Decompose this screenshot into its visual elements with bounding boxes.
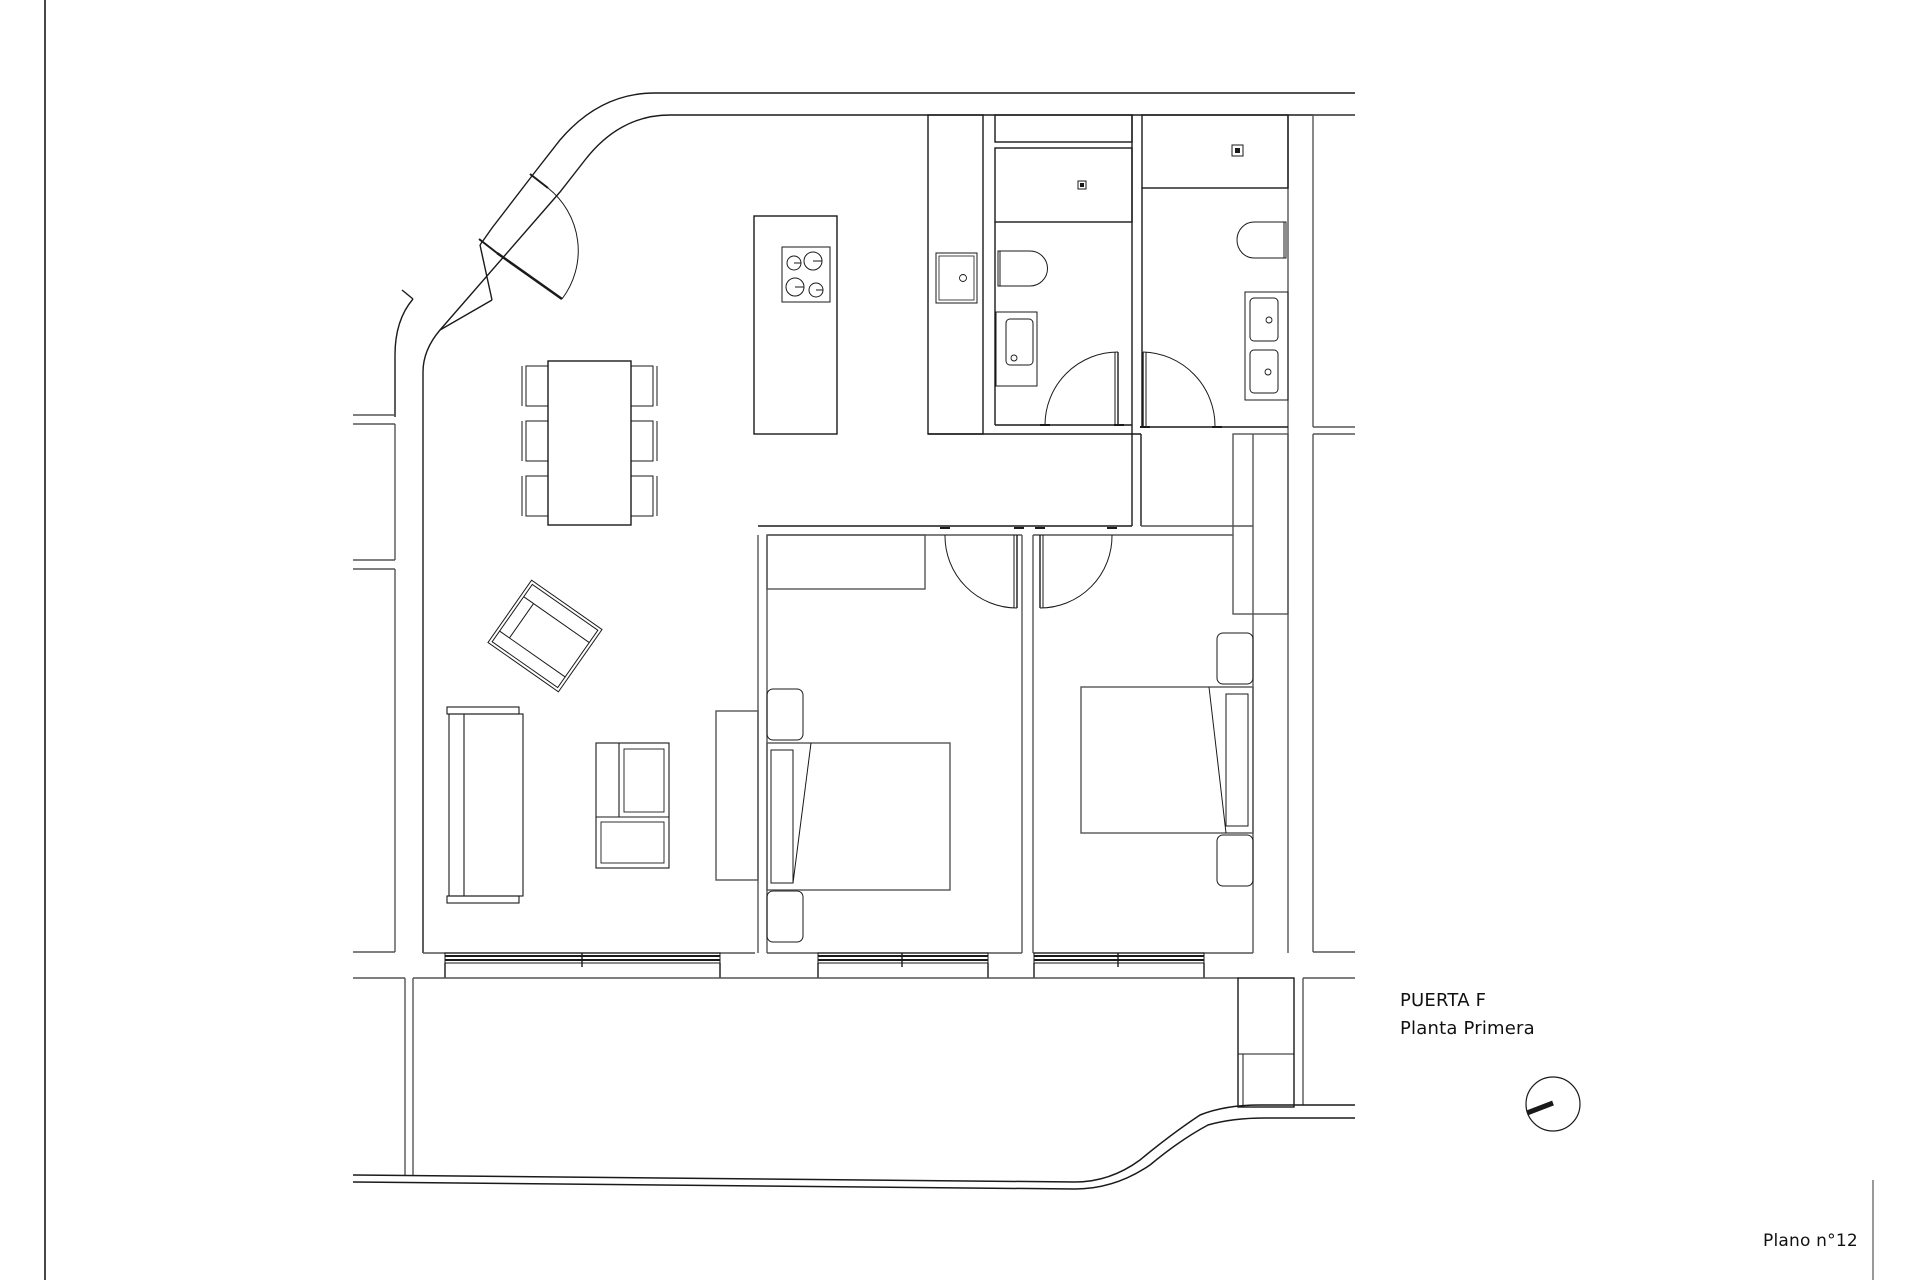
drain-icon (1231, 144, 1244, 157)
pillow (770, 749, 794, 884)
double-bed (1080, 686, 1254, 834)
nightstand (766, 688, 804, 741)
kitchen-sink (935, 252, 978, 304)
kitchen (753, 114, 984, 435)
nightstand (766, 890, 804, 943)
washbasin (995, 311, 1038, 387)
nightstand (1216, 632, 1254, 685)
bedroom-1 (766, 527, 1024, 943)
entrance-door (478, 173, 579, 301)
window-living (444, 952, 721, 978)
kitchen-island (753, 215, 838, 435)
hob (781, 246, 831, 303)
armchair (595, 742, 670, 869)
wardrobe (766, 534, 926, 590)
terrace-railing-outer (352, 1117, 1355, 1190)
double-washbasin (1244, 291, 1289, 401)
chairs-left (521, 365, 549, 517)
wardrobe (1232, 433, 1289, 615)
dining-table (547, 360, 632, 526)
unit-label: PUERTA F (1400, 990, 1487, 1011)
floor-label: Planta Primera (1400, 1018, 1535, 1039)
window-bedroom-1 (817, 952, 989, 978)
tv-unit (715, 710, 759, 881)
double-bed (766, 742, 951, 891)
north-arrow-icon (1525, 1076, 1581, 1132)
exterior-wall (394, 92, 1355, 953)
corridor (758, 425, 1253, 536)
armchair-rotated (487, 579, 603, 693)
shower-tray (1141, 114, 1289, 189)
terrace-railing-inner (352, 1104, 1355, 1183)
drain-icon (1077, 180, 1087, 190)
bathroom-1 (994, 114, 1133, 426)
bathroom-2 (1140, 114, 1289, 428)
dining-set (521, 360, 658, 526)
chairs-right (630, 365, 658, 517)
south-wall (423, 115, 1289, 954)
sofa (446, 706, 524, 904)
shower-tray (994, 147, 1133, 223)
bedroom-2 (1035, 433, 1289, 887)
toilet (997, 250, 1048, 287)
neighbour-walls-right (1312, 114, 1355, 953)
neighbour-walls-left (353, 414, 396, 953)
pillow (1225, 693, 1249, 827)
storage-unit (1237, 977, 1295, 1108)
plan-number: Plano n°12 (1763, 1231, 1858, 1251)
windows (444, 952, 1205, 978)
nightstand (1216, 834, 1254, 887)
toilet (1236, 221, 1287, 259)
window-bedroom-2 (1033, 952, 1205, 978)
terrace (352, 977, 1355, 1190)
